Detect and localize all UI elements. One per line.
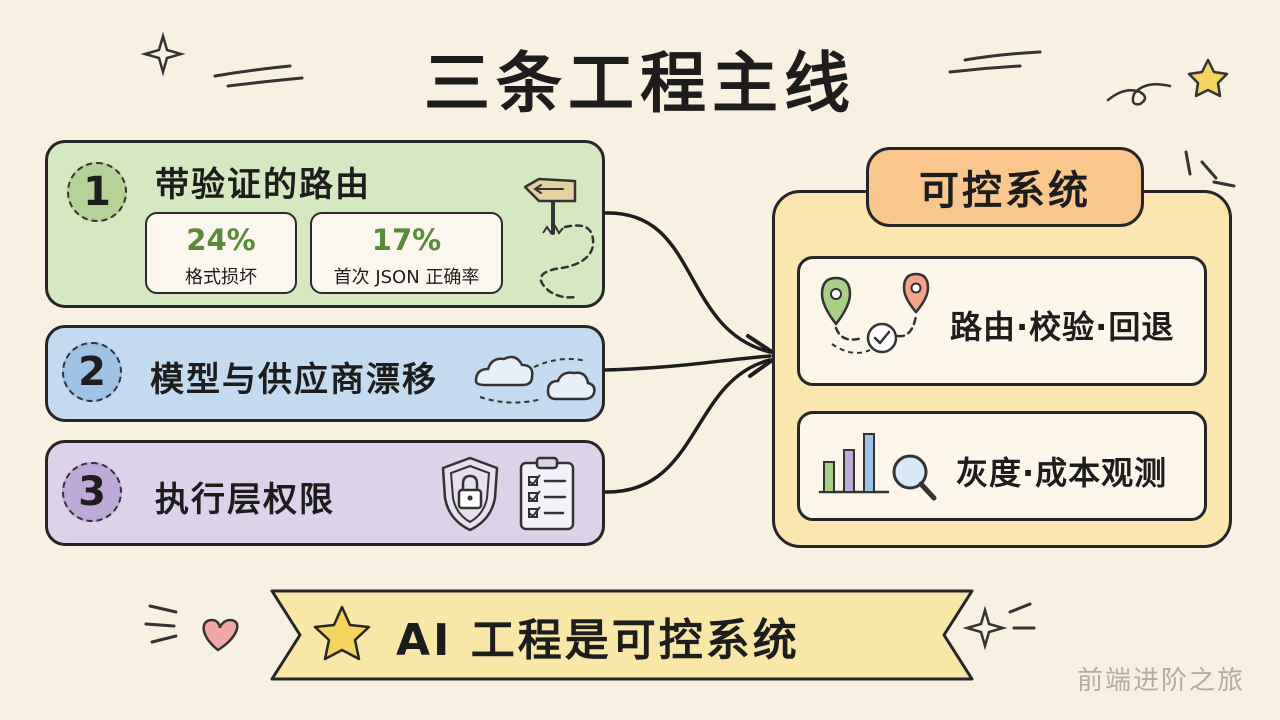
connector-arrow-3	[603, 358, 772, 494]
cloud-drift-icon	[474, 355, 596, 404]
star-icon	[1187, 58, 1229, 98]
stat-label: 首次 JSON 正确率	[333, 267, 480, 288]
card-label: 灰度·成本观测	[956, 454, 1168, 492]
shield-lock-icon	[441, 456, 499, 532]
ribbon-banner	[270, 589, 974, 681]
route-map-pins-icon	[820, 272, 930, 354]
sparkle-icon	[140, 31, 186, 77]
card-label: 路由·校验·回退	[950, 308, 1175, 346]
lane-title: 执行层权限	[155, 480, 335, 520]
stat-value: 17%	[371, 223, 442, 257]
sparkle-icon-bottom	[962, 605, 1008, 651]
lane-execution-permissions	[45, 440, 605, 546]
watermark: 前端进阶之旅	[1076, 666, 1245, 696]
doodle-lines-left	[213, 64, 304, 88]
lane-number-badge: 2	[62, 342, 122, 402]
emphasis-ticks-right	[1008, 602, 1036, 630]
page-title: 三条工程主线	[424, 45, 856, 122]
squiggle-doodle	[1106, 83, 1172, 106]
signpost-icon	[523, 177, 595, 299]
connector-arrow-1	[603, 211, 772, 354]
emphasis-ticks	[1184, 150, 1236, 188]
stat-label: 格式损坏	[185, 267, 257, 288]
card-routing-validation-fallback	[797, 256, 1207, 386]
banner-text: AI 工程是可控系统	[396, 615, 800, 666]
lane-number-badge: 1	[67, 162, 127, 222]
stat-value: 24%	[186, 223, 256, 257]
doodle-lines-right	[948, 50, 1042, 74]
heart-icon	[202, 618, 239, 652]
lane-title: 模型与供应商漂移	[150, 360, 438, 400]
stat-card: 24% 格式损坏	[145, 212, 297, 294]
checklist-icon	[519, 456, 575, 531]
lane-number-badge: 3	[62, 462, 122, 522]
connector-arrow-2	[603, 354, 772, 372]
stat-card: 17% 首次 JSON 正确率	[310, 212, 503, 294]
emphasis-ticks-left	[144, 604, 178, 644]
system-title: 可控系统	[866, 147, 1144, 227]
lane-title: 带验证的路由	[155, 165, 371, 205]
bar-chart-magnifier-icon	[818, 433, 937, 501]
